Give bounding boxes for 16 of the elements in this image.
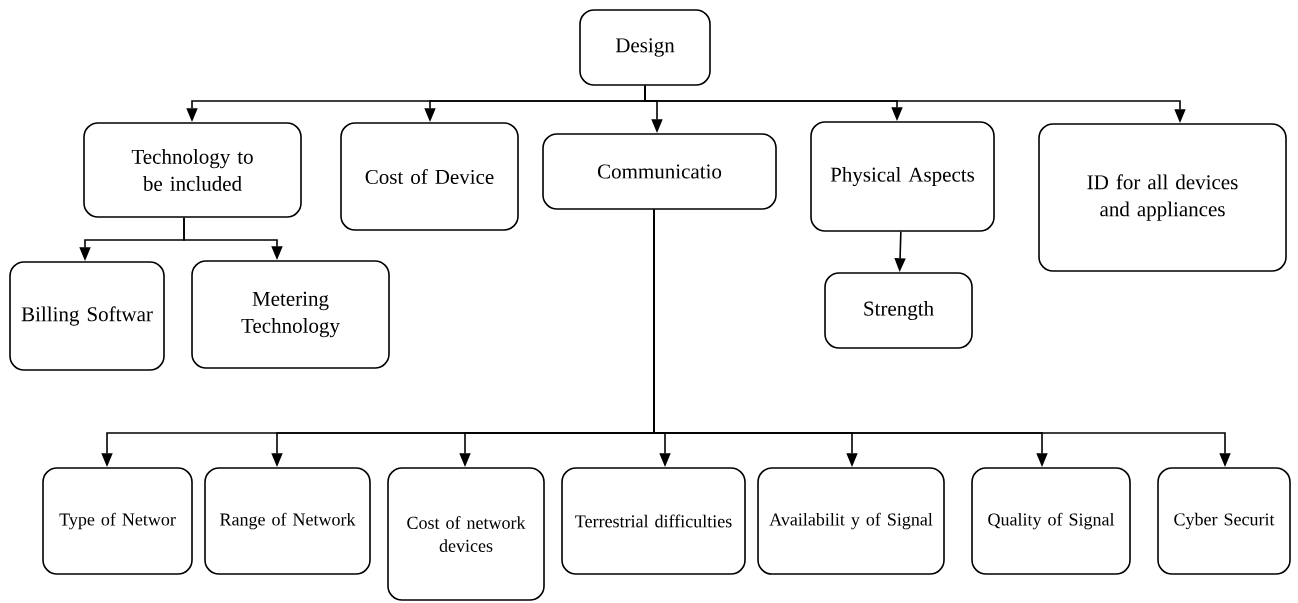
process-box: Design [579,9,711,86]
process-box: Metering Technology [191,260,390,369]
process-box: Cyber Securit [1157,467,1291,575]
process-box: ID for all devices and appliances [1038,123,1287,272]
process-box: Quality of Signal [971,467,1131,575]
process-box: Strength [824,272,973,349]
process-box: Cost of Device [340,122,519,231]
process-box: Technology to be included [83,122,302,218]
process-box: Availabilit y of Signal [757,467,945,575]
process-box: Terrestrial difficulties [561,467,746,575]
process-box: Range of Network [204,467,371,575]
process-box: Communicatio [542,133,777,210]
process-box: Physical Aspects [810,121,995,232]
process-box: Type of Networ [42,467,193,575]
process-box: Billing Softwar [9,261,165,371]
process-box: Cost of network devices [387,467,545,601]
